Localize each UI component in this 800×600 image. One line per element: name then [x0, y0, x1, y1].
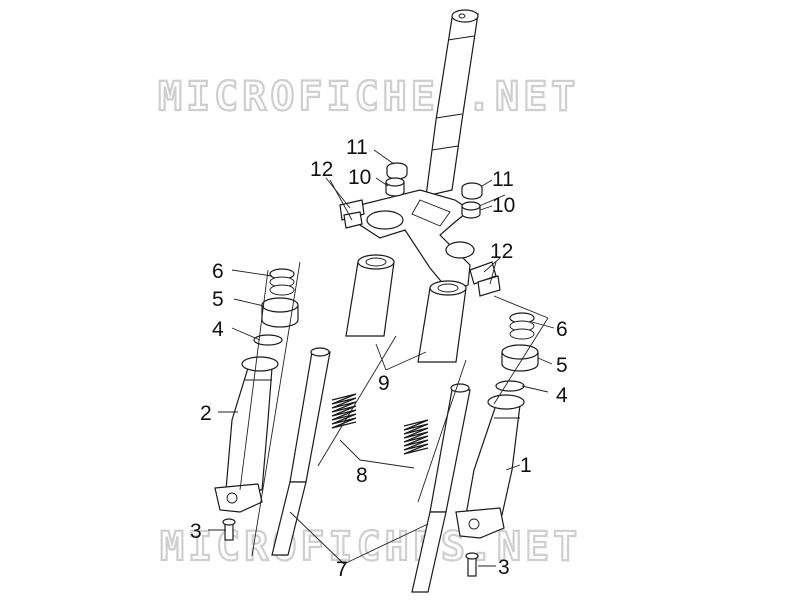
top-cap-left: [386, 162, 408, 180]
seal-ring-left: [385, 177, 405, 197]
bushing-left: [261, 297, 299, 328]
leader-lines: [208, 149, 555, 567]
callout-11-left: 11: [346, 136, 368, 159]
stanchion-right: [411, 383, 471, 593]
steering-stem: [425, 9, 479, 197]
fork-crown: [339, 189, 506, 297]
bolt-right: [465, 552, 479, 577]
fork-leg-left: [214, 356, 279, 513]
callout-9: 9: [378, 372, 390, 395]
fork-leg-right: [455, 394, 525, 539]
top-cap-right: [461, 182, 483, 200]
spring-right: [403, 419, 429, 455]
callout-4-right: 4: [556, 384, 568, 407]
spring-seat-right: [509, 312, 535, 340]
callout-5-left: 5: [212, 288, 224, 311]
callout-8: 8: [356, 464, 368, 487]
callout-12-left: 12: [310, 158, 333, 181]
o-ring-left: [253, 334, 283, 346]
callout-1: 1: [520, 454, 532, 477]
watermark-bottom: MICROFICHES.NET: [160, 524, 581, 570]
callout-5-right: 5: [556, 354, 568, 377]
callout-4-left: 4: [212, 318, 224, 341]
callout-3-left: 3: [190, 520, 202, 543]
spacer-tube-left: [345, 254, 395, 337]
callout-10-right: 10: [492, 194, 515, 217]
callout-6-right: 6: [556, 318, 568, 341]
spring-left: [331, 393, 357, 429]
callout-6-left: 6: [212, 260, 224, 283]
callout-11-right: 11: [492, 168, 514, 191]
callout-2: 2: [200, 402, 212, 425]
callouts: 1 2 3 3 4 4 5 5 6 6 7 8 9 10 10 11 11 12…: [190, 136, 568, 581]
spacer-tube-right: [417, 280, 467, 363]
callout-10-left: 10: [348, 166, 371, 189]
callout-3-right: 3: [498, 556, 510, 579]
callout-7: 7: [336, 558, 348, 581]
seal-ring-right: [461, 201, 481, 219]
assembly-lines: [239, 261, 549, 557]
bolt-left: [222, 518, 236, 541]
stanchion-left: [271, 347, 331, 556]
watermark-top: MICROFICHES.NET: [158, 74, 579, 120]
bushing-right: [501, 344, 539, 372]
spring-seat-left: [269, 268, 295, 296]
callout-12-right: 12: [490, 240, 513, 263]
o-ring-right: [495, 380, 525, 392]
